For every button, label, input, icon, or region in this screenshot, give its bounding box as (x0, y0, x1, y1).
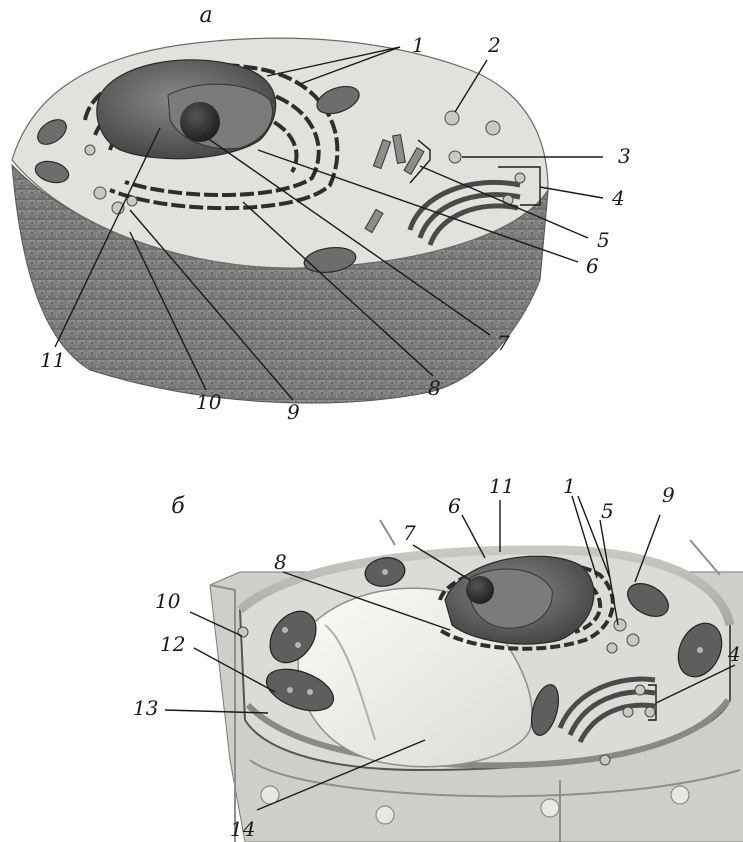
label-b-11: 11 (489, 474, 514, 498)
label-a-5: 5 (597, 228, 610, 252)
label-a-7: 7 (497, 331, 510, 355)
caption-b: б (171, 494, 185, 519)
label-b-14: 14 (230, 817, 255, 841)
nucleolus-b (466, 576, 494, 604)
nucleolus (180, 102, 220, 142)
label-a-1: 1 (412, 33, 425, 57)
label-a-2: 2 (487, 33, 501, 57)
label-b-13: 13 (133, 696, 158, 720)
label-b-12: 12 (160, 632, 185, 656)
label-a-4: 4 (611, 186, 625, 210)
label-b-4: 4 (727, 642, 741, 666)
label-a-6: 6 (586, 254, 599, 278)
label-a-10: 10 (196, 390, 222, 414)
label-b-10: 10 (155, 589, 181, 613)
label-b-8: 8 (274, 550, 287, 574)
label-a-9: 9 (287, 400, 300, 424)
animal-cell: а 1 2 3 4 5 6 7 8 9 10 11 (12, 3, 631, 424)
plant-cell: б 1 4 5 6 7 8 9 10 11 12 13 14 (133, 474, 743, 842)
label-b-9: 9 (662, 483, 675, 507)
label-a-8: 8 (428, 376, 441, 400)
label-b-7: 7 (403, 521, 416, 545)
label-a-3: 3 (618, 144, 631, 168)
label-b-6: 6 (448, 494, 461, 518)
label-b-5: 5 (601, 499, 614, 523)
label-a-11: 11 (40, 348, 65, 372)
caption-a: а (199, 3, 212, 28)
label-b-1: 1 (563, 474, 576, 498)
